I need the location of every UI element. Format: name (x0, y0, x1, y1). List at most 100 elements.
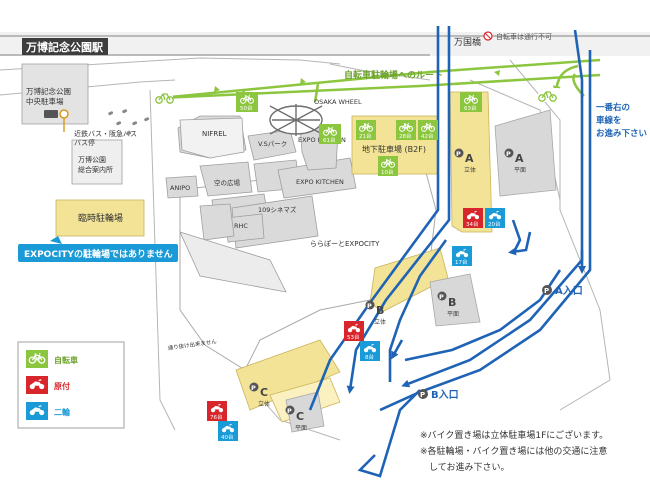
bridge-note: 自転車は通行不可 (496, 32, 552, 41)
entrance-b-marker (418, 389, 428, 399)
footnotes: ※バイク置き場は立体駐車場1Fにございます。 ※各駐輪場・バイク置き場には他の交… (420, 429, 608, 473)
legend-bicycle: 自転車 (26, 350, 78, 368)
right-lane-note: 一番右の 車線を お進み下さい (596, 102, 647, 139)
svg-text:二輪: 二輪 (54, 407, 71, 417)
svg-text:63台: 63台 (464, 104, 477, 112)
bus-icon (44, 110, 58, 118)
parking-a-type: 立体 (464, 166, 476, 174)
svg-text:原付: 原付 (54, 381, 70, 391)
green-arrows (214, 70, 500, 92)
bus-stop-line-2: バス停 (74, 138, 95, 147)
badge-wheel-top: 50台 (236, 92, 258, 112)
nifrel-block (179, 117, 245, 159)
svg-text:P: P (506, 150, 511, 158)
badge-c-moto: 40台 (218, 421, 238, 441)
central-parking-line-1: 万博記念公園 (26, 86, 71, 96)
central-parking-line-2: 中央駐車場 (26, 96, 64, 106)
svg-text:17台: 17台 (455, 258, 468, 266)
blue-vehicle-routes (308, 26, 592, 478)
parking-b-type: 立体 (374, 318, 386, 326)
svg-text:76台: 76台 (210, 413, 223, 421)
badge-under-4: 10台 (378, 156, 398, 176)
underground-parking-label: 地下駐車場 (B2F) (362, 144, 426, 154)
badge-under-1: 21台 (356, 120, 376, 140)
bicycle-badges: 50台 61台 21台 28台 42台 10台 (236, 92, 482, 176)
note-1: ※バイク置き場は立体駐車場1Fにございます。 (420, 429, 608, 441)
temp-parking-label: 臨時駐輪場 (78, 212, 123, 224)
anipo-label: ANIPO (170, 184, 190, 192)
svg-text:P: P (420, 391, 425, 399)
svg-text:34台: 34台 (466, 220, 479, 228)
vs-park-label: V.Sパーク (258, 140, 287, 148)
svg-text:61台: 61台 (323, 136, 336, 144)
route-label: 自転車駐輪場へのルート (344, 69, 443, 81)
parking-b2-letter: B (448, 296, 456, 309)
station-badge (22, 38, 108, 55)
moto-badges: 34台 20台 17台 53台 8台 76台 (207, 208, 505, 441)
entrance-a-label: A入口 (555, 285, 583, 297)
parking-c-type: 立体 (258, 400, 270, 408)
expo-kitchen-2-label: EXPO KITCHEN (296, 178, 344, 186)
note-2: ※各駐輪場・バイク置き場には他の交通に注意 (420, 445, 607, 457)
osaka-wheel-label: OSAKA WHEEL (314, 98, 362, 106)
nifrel-label: NIFREL (202, 130, 227, 138)
svg-text:P: P (456, 150, 461, 158)
badge-b-moped: 53台 (344, 321, 364, 341)
note-3: してお進み下さい。 (420, 461, 509, 473)
bus-stop-line-1: 近鉄バス・阪急バス (74, 129, 137, 138)
svg-text:P: P (287, 407, 292, 415)
right-lane-line-3: お進み下さい (596, 128, 647, 139)
rhc-label: RHC (234, 222, 248, 230)
general-info-line-1: 万博公園 (78, 155, 106, 164)
badge-a-moto: 20台 (485, 208, 505, 228)
lalaport-label: ららぽーとEXPOCITY (310, 240, 380, 248)
route-bike-outlines (155, 91, 557, 104)
svg-text:P: P (367, 302, 372, 310)
badge-wheel-mid: 61台 (319, 124, 341, 144)
svg-text:28台: 28台 (399, 132, 412, 140)
entrance-a-marker (542, 285, 552, 295)
expocity-warning: EXPOCITYの駐輪場ではありません (24, 248, 173, 260)
parking-a2-type: 平面 (514, 167, 526, 174)
svg-text:53台: 53台 (347, 333, 360, 341)
right-lane-line-2: 車線を (596, 115, 622, 126)
svg-text:10台: 10台 (381, 168, 394, 176)
svg-text:8台: 8台 (365, 353, 374, 361)
footpath-dots (108, 109, 150, 136)
parking-c-letter: C (260, 386, 268, 399)
legend-motorcycle: 二輪 (26, 402, 71, 420)
svg-text:21台: 21台 (359, 132, 372, 140)
svg-text:P: P (544, 287, 549, 295)
right-lane-line-1: 一番右の (596, 102, 630, 113)
parking-a2-letter: A (515, 152, 524, 165)
svg-text:20台: 20台 (488, 220, 501, 228)
badge-under-3: 42台 (418, 120, 438, 140)
parking-c2-letter: C (296, 410, 304, 423)
svg-text:40台: 40台 (221, 433, 234, 441)
svg-text:42台: 42台 (421, 132, 434, 140)
svg-text:自転車: 自転車 (54, 355, 78, 365)
parking-a-letter: A (465, 152, 474, 165)
badge-b-moto: 17台 (452, 246, 472, 266)
osaka-wheel (269, 104, 323, 136)
badge-b-moto2: 8台 (360, 341, 380, 361)
badge-under-2: 28台 (396, 120, 416, 140)
cinema-label: 109シネマズ (258, 205, 297, 214)
warning-callout-pointer (50, 236, 62, 244)
warning-callout (18, 244, 178, 262)
parking-markers: P A 立体 P A 平面 P B 立体 P B 平面 P C 立体 P C 平… (249, 148, 526, 432)
badge-c-moped: 76台 (207, 401, 227, 421)
general-info-line-2: 総合案内所 (78, 165, 113, 174)
parking-c2-type: 平面 (295, 425, 307, 432)
entrance-b-label: B入口 (431, 389, 459, 401)
svg-text:P: P (251, 384, 256, 392)
bridge-label: 万国橋 (454, 36, 481, 48)
badge-a-top: 63台 (460, 92, 482, 112)
svg-text:P: P (439, 293, 444, 301)
parking-b2-type: 平面 (447, 311, 459, 318)
station-label: 万博記念公園駅 (25, 40, 103, 54)
parking-b-letter: B (376, 304, 384, 317)
route-arrow-b (391, 339, 404, 360)
legend-moped: 原付 (26, 376, 70, 394)
